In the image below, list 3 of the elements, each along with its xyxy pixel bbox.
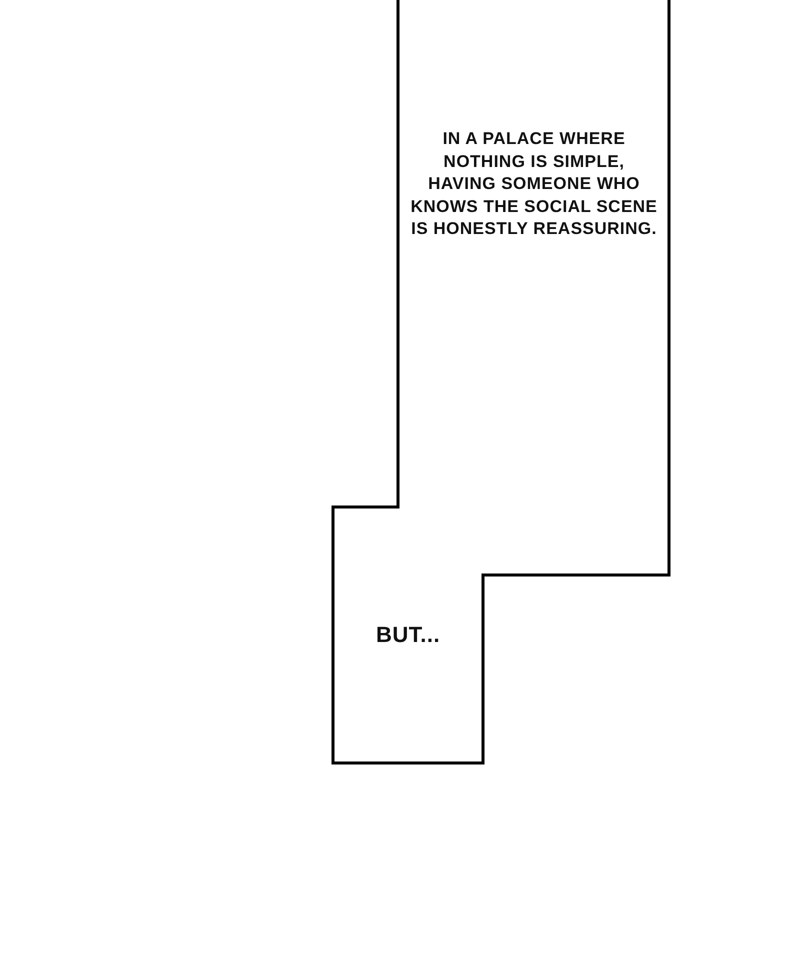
caption-box [333, 0, 669, 764]
caption-text: IN A PALACE WHERE NOTHING IS SIMPLE, HAVING SOMEONE WHO KNOWS THE SOCIAL SCENE IS HONESTLY REASSURING. [410, 128, 658, 240]
caption-text: BUT... [374, 622, 442, 648]
